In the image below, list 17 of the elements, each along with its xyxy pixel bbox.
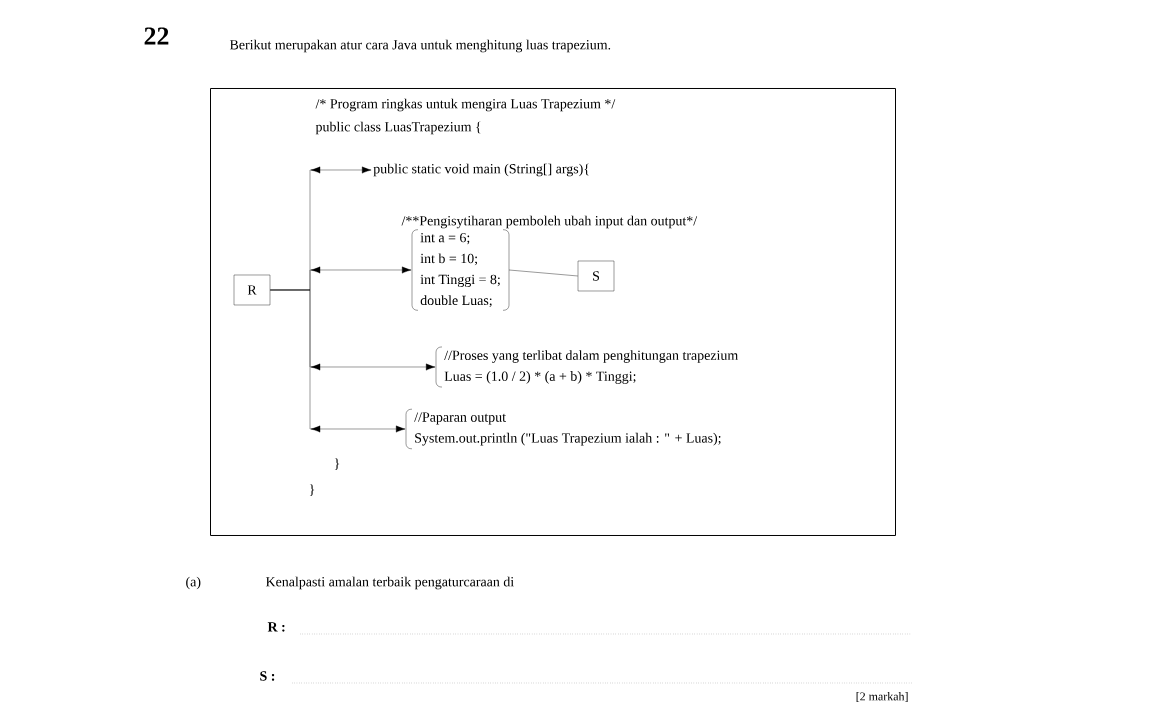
question-number: 22 bbox=[144, 27, 169, 45]
arrow bbox=[270, 289, 406, 433]
question-text: Berikut merupakan atur cara Java untuk menghitung luas trapezium. bbox=[229, 39, 611, 53]
part-label: (a) bbox=[186, 576, 201, 590]
code-comment: /**Pengisytiharan pemboleh ubah input dan output*/ bbox=[401, 215, 698, 229]
answer-label: S : bbox=[260, 671, 275, 681]
marks-label: [2 markah] bbox=[856, 692, 908, 702]
code-block: int a = 6; int b = 10; int Tinggi = 8; double Luas; bbox=[411, 229, 510, 311]
answer-label: R : bbox=[267, 622, 285, 632]
closing-brace: } bbox=[334, 458, 340, 470]
closing-brace: } bbox=[309, 484, 315, 496]
label-box: R bbox=[233, 274, 271, 306]
code-line: public static void main (String[] args){ bbox=[373, 163, 589, 177]
question-text: Kenalpasti amalan terbaik pengaturcaraan di bbox=[265, 576, 514, 590]
code-block: //Proses yang terlibat dalam penghitungan trapezium Luas = (1.0 / 2) * (a + b) * Tinggi; bbox=[435, 346, 738, 388]
code-block: //Paparan output System.out.println ("Luas Trapezium ialah : " + Luas); bbox=[405, 409, 721, 449]
label-box: S bbox=[577, 260, 615, 292]
